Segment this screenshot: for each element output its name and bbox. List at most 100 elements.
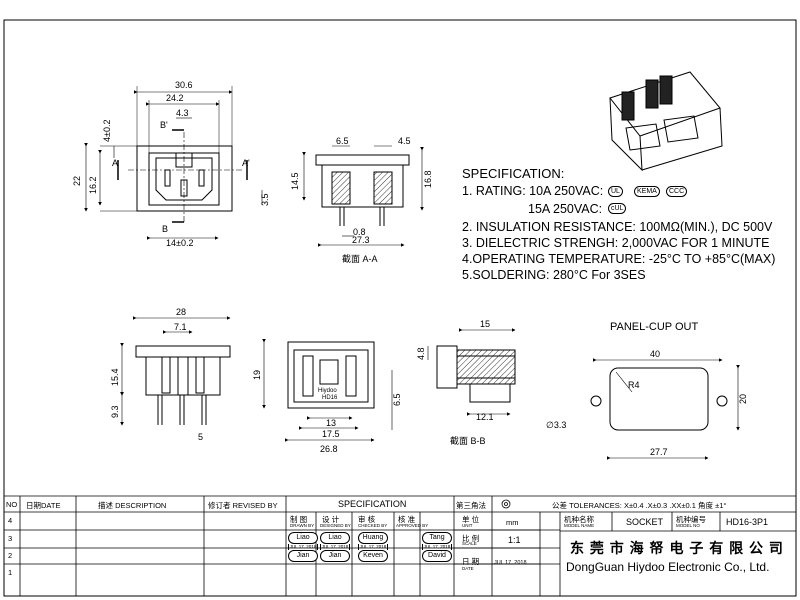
tb-col-date: 日期DATE <box>26 501 61 510</box>
cert-ccc-badge: CCC <box>666 186 688 197</box>
front-dim-height-total: 22 <box>72 176 82 186</box>
signer-designed: Liao JUL 17, 2018 Jian <box>320 532 350 562</box>
front-dim-width-total: 30.6 <box>175 80 193 90</box>
aa-caption: 截面 A-A <box>342 253 378 264</box>
signer-checked-date: JUL 17, 2018 <box>358 544 388 550</box>
bottom-dim-26-8: 26.8 <box>320 444 338 454</box>
tb-unit-en: UNIT <box>462 523 473 528</box>
tb-tolerances: 公差 TOLERANCES: X±0.4 .X±0.3 .XX±0.1 角度 ±… <box>552 501 727 510</box>
tb-row-4: 4 <box>8 516 13 525</box>
signer-approved-bottom: David <box>422 550 452 562</box>
panel-dim-40: 40 <box>650 349 660 359</box>
tb-row-3: 3 <box>8 534 13 543</box>
label-a-prime: A' <box>242 158 250 168</box>
panel-dim-20: 20 <box>738 394 748 404</box>
label-b: B <box>162 224 168 234</box>
tb-scale-label: 比 例 <box>462 534 480 543</box>
sheet-border <box>3 19 797 597</box>
label-a: A <box>112 158 118 168</box>
tb-row-1: 1 <box>8 568 13 577</box>
spec-item-5: 5.SOLDERING: 280°C For 3SES <box>462 268 646 282</box>
bottom-dim-17-5: 17.5 <box>322 429 340 439</box>
product-isometric-image <box>609 71 723 172</box>
tb-role-drawn: 制 图 <box>290 515 308 524</box>
bottom-label-hiydoo: Hiydoo <box>318 388 337 394</box>
panel-dim-hole: ∅3.3 <box>546 420 566 430</box>
front-dim-inner-width: 24.2 <box>166 93 184 103</box>
side-dim-7-1: 7.1 <box>174 322 187 332</box>
tb-scale-en: SCALE <box>462 541 477 546</box>
tb-model-no-value: HD16-3P1 <box>726 517 769 527</box>
signer-drawn-bottom: Jian <box>288 550 318 562</box>
tb-model-name-en: MODEL NAME <box>564 523 595 528</box>
front-view <box>84 86 263 240</box>
tb-model-no-label: 机种编号 <box>676 515 706 524</box>
tb-date-value: JUL 17, 2018 <box>494 560 527 566</box>
tb-unit-label: 单 位 <box>462 515 480 524</box>
panel-title: PANEL-CUP OUT <box>610 321 699 333</box>
title-block-grid <box>4 495 796 596</box>
aa-dim-6-5: 6.5 <box>336 136 349 146</box>
tb-row-2: 2 <box>8 551 13 560</box>
section-bb-view <box>427 328 516 416</box>
tb-company-cn: 东 莞 市 海 帑 电 子 有 限 公 司 <box>570 540 784 556</box>
tb-model-no-en: MODEL NO <box>676 523 700 528</box>
cert-kema-badge: KEMA <box>634 186 660 197</box>
tb-model-name-value: SOCKET <box>626 517 664 527</box>
signer-designed-date: JUL 17, 2018 <box>320 544 350 550</box>
panel-cutout-view <box>590 358 740 460</box>
bottom-dim-13: 13 <box>326 418 336 428</box>
tb-projection: 第三角法 <box>456 501 486 510</box>
spec-heading: SPECIFICATION: <box>462 166 565 181</box>
signer-approved-top: Tang <box>422 532 452 544</box>
tb-role-approved: 核 准 <box>398 515 416 524</box>
tb-role-approved-en: APPROVED BY <box>396 523 429 528</box>
signer-checked: Huang JUL 17, 2018 Keven <box>358 532 388 562</box>
cert-ul-badge: UL <box>608 186 623 197</box>
tb-company-en: DongGuan Hiydoo Electronic Co., Ltd. <box>566 560 770 574</box>
tb-role-checked: 审 核 <box>358 515 376 524</box>
bottom-view <box>262 339 393 442</box>
front-dim-inner-height: 16.2 <box>88 176 98 194</box>
tb-role-designed: 设 计 <box>322 515 340 524</box>
bb-caption: 截面 B-B <box>450 435 486 446</box>
signer-designed-bottom: Jian <box>320 550 350 562</box>
side-dim-28: 28 <box>176 307 186 317</box>
side-dim-9-3: 9.3 <box>110 405 120 418</box>
bb-dim-12-1: 12.1 <box>476 412 494 422</box>
tb-col-revised: 修订者 REVISED BY <box>208 501 278 510</box>
signer-approved: Tang JUL 17, 2018 David <box>422 532 452 562</box>
panel-dim-r4: R4 <box>628 380 640 390</box>
side-dim-15-4: 15.4 <box>110 368 120 386</box>
panel-dim-27-7: 27.7 <box>650 447 668 457</box>
front-dim-3-5: 3.5 <box>260 193 270 206</box>
label-b-prime: B' <box>160 120 168 130</box>
signer-approved-date: JUL 17, 2018 <box>422 544 452 550</box>
cert-cul-badge: cUL <box>608 203 627 214</box>
tb-col-desc: 描述 DESCRIPTION <box>98 501 167 510</box>
aa-dim-16-8: 16.8 <box>423 170 433 188</box>
tb-col-no: NO <box>6 500 18 509</box>
tb-col-spec: SPECIFICATION <box>338 499 407 509</box>
bottom-dim-19: 19 <box>252 370 262 380</box>
front-dim-bottom: 14±0.2 <box>166 238 193 248</box>
tb-model-name-label: 机种名称 <box>564 515 594 524</box>
tb-date-en: DATE <box>462 566 474 571</box>
tb-role-checked-en: CHECKED BY <box>358 523 388 528</box>
spec-item-3: 3. DIELECTRIC STRENGH: 2,000VAC FOR 1 MI… <box>462 236 770 250</box>
aa-dim-14-5: 14.5 <box>290 172 300 190</box>
tb-role-designed-en: DESIGNED BY <box>320 523 351 528</box>
spec-rating-1: 1. RATING: 10A 250VAC: <box>462 184 604 198</box>
spec-item-2: 2. INSULATION RESISTANCE: 100MΩ(MIN.), D… <box>462 220 773 234</box>
front-dim-top-offset: 4±0.2 <box>102 120 112 142</box>
bottom-dim-6-5: 6.5 <box>392 393 402 406</box>
signer-checked-top: Huang <box>358 532 388 544</box>
spec-rating-2: 15A 250VAC: <box>528 202 603 216</box>
tb-scale-value: 1:1 <box>508 535 521 545</box>
signer-drawn: Liao JUL 17, 2018 Jian <box>288 532 318 562</box>
signer-designed-top: Liao <box>320 532 350 544</box>
bottom-label-model: HD16 <box>322 395 338 401</box>
signer-drawn-date: JUL 17, 2018 <box>288 544 318 550</box>
section-aa-view <box>302 145 424 247</box>
